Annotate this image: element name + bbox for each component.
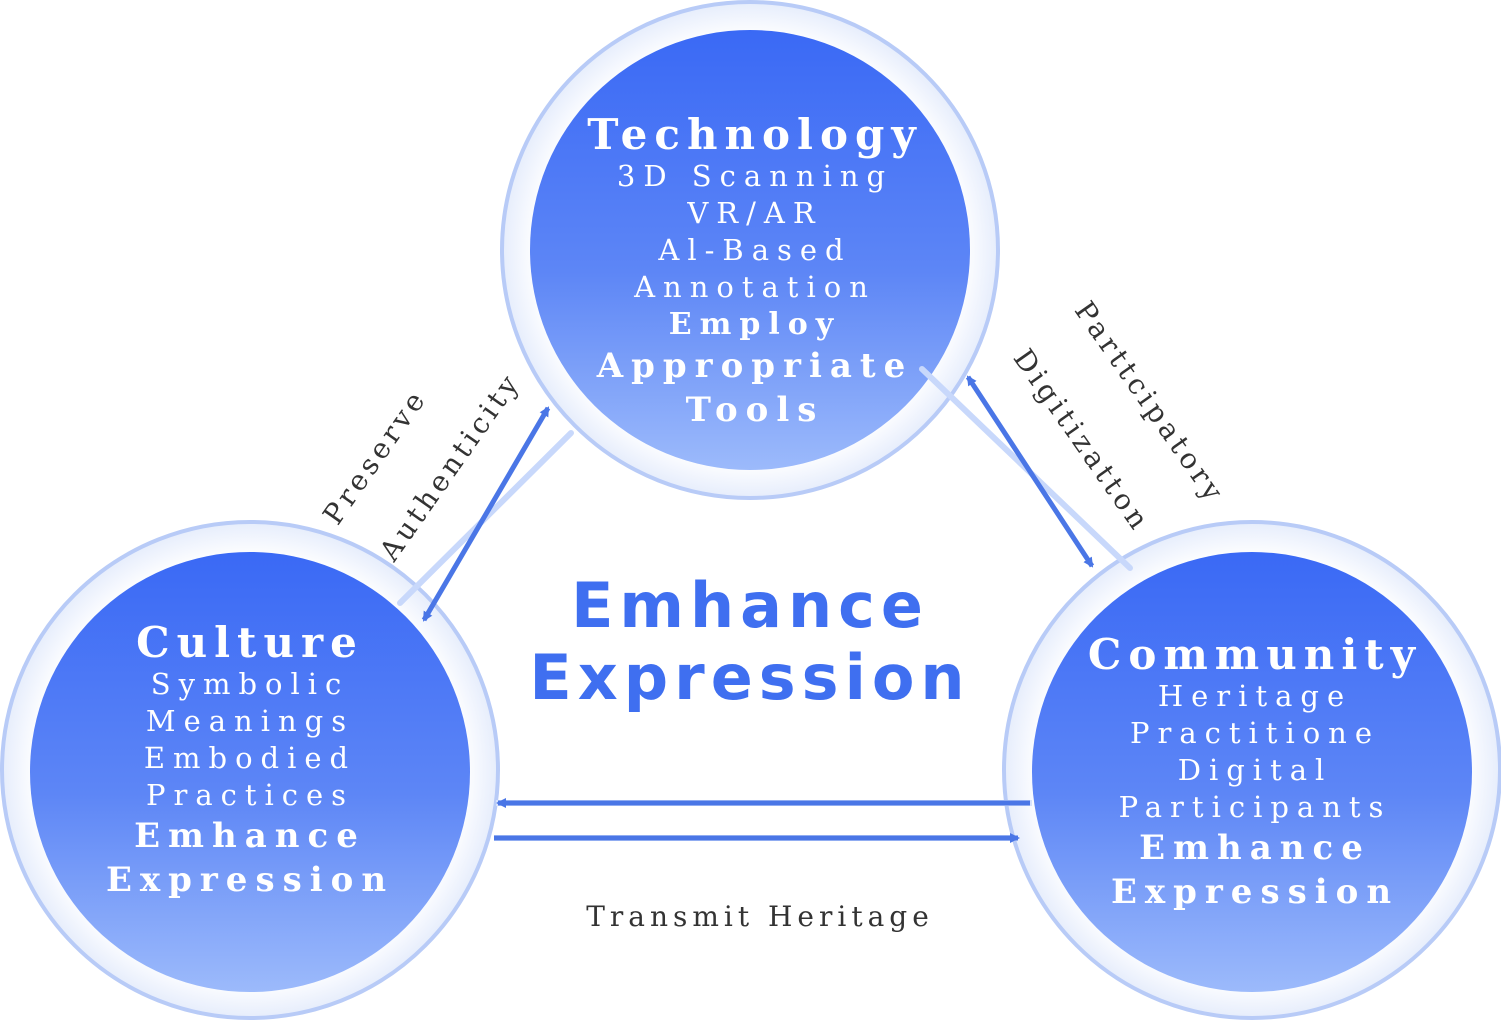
center-title-line: Emhance bbox=[571, 569, 929, 642]
community-goal: Expression bbox=[1110, 872, 1400, 912]
technology-goal: Appropriate bbox=[596, 346, 914, 386]
center-title-line: Expression bbox=[529, 641, 971, 714]
technology-community-arrow bbox=[965, 375, 1095, 568]
community-goal: Emhance bbox=[1139, 828, 1371, 868]
community-node bbox=[1032, 552, 1472, 992]
technology-item: VR/AR bbox=[687, 196, 823, 230]
culture-goal: Emhance bbox=[134, 816, 366, 856]
edge-label-transmit-heritage: Transmit Heritage bbox=[586, 900, 934, 933]
culture-technology-arrow bbox=[421, 406, 551, 622]
community-item: Participants bbox=[1118, 790, 1392, 824]
technology-item: Annotation bbox=[634, 270, 876, 304]
community-item: Practitione bbox=[1129, 716, 1381, 750]
community-item: Heritage bbox=[1157, 679, 1353, 713]
culture-item: Embodied bbox=[143, 741, 357, 775]
center-title: Emhance Expression bbox=[470, 570, 1030, 714]
culture-item: Symbolic bbox=[150, 667, 350, 701]
community-node-text: Community Heritage Practitione Digital P… bbox=[1040, 632, 1470, 914]
technology-node-text: Technology 3D Scanning VR/AR Al-Based An… bbox=[540, 112, 970, 432]
technology-node bbox=[530, 30, 970, 470]
technology-title: Technology bbox=[587, 110, 923, 159]
community-item: Digital bbox=[1177, 753, 1333, 787]
culture-title: Culture bbox=[136, 618, 364, 667]
culture-node bbox=[30, 552, 470, 992]
technology-goal: Tools bbox=[685, 390, 825, 430]
culture-node-text: Culture Symbolic Meanings Embodied Pract… bbox=[40, 620, 460, 902]
technology-goal: Employ bbox=[668, 307, 842, 342]
culture-item: Practices bbox=[145, 778, 355, 812]
technology-item: Al-Based bbox=[658, 233, 852, 267]
community-title: Community bbox=[1087, 630, 1423, 679]
culture-goal: Expression bbox=[105, 860, 395, 900]
technology-item: 3D Scanning bbox=[616, 159, 894, 193]
culture-item: Meanings bbox=[145, 704, 355, 738]
